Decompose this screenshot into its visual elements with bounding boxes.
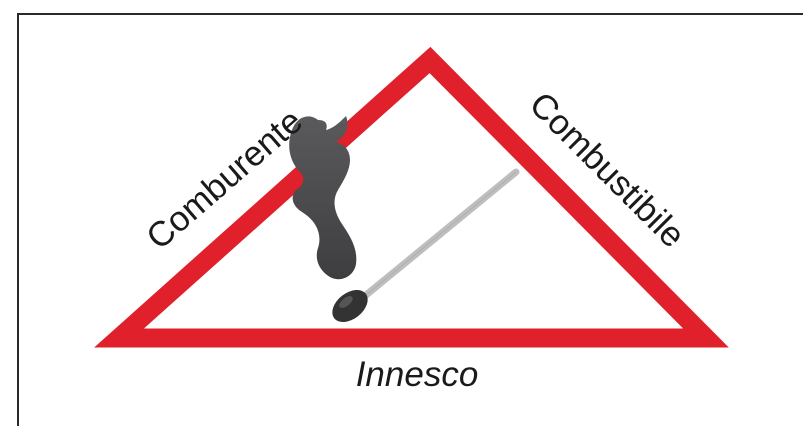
label-innesco: Innesco <box>356 355 479 394</box>
smoke-icon <box>289 116 357 280</box>
match-icon <box>332 168 520 323</box>
fire-triangle <box>94 46 729 348</box>
